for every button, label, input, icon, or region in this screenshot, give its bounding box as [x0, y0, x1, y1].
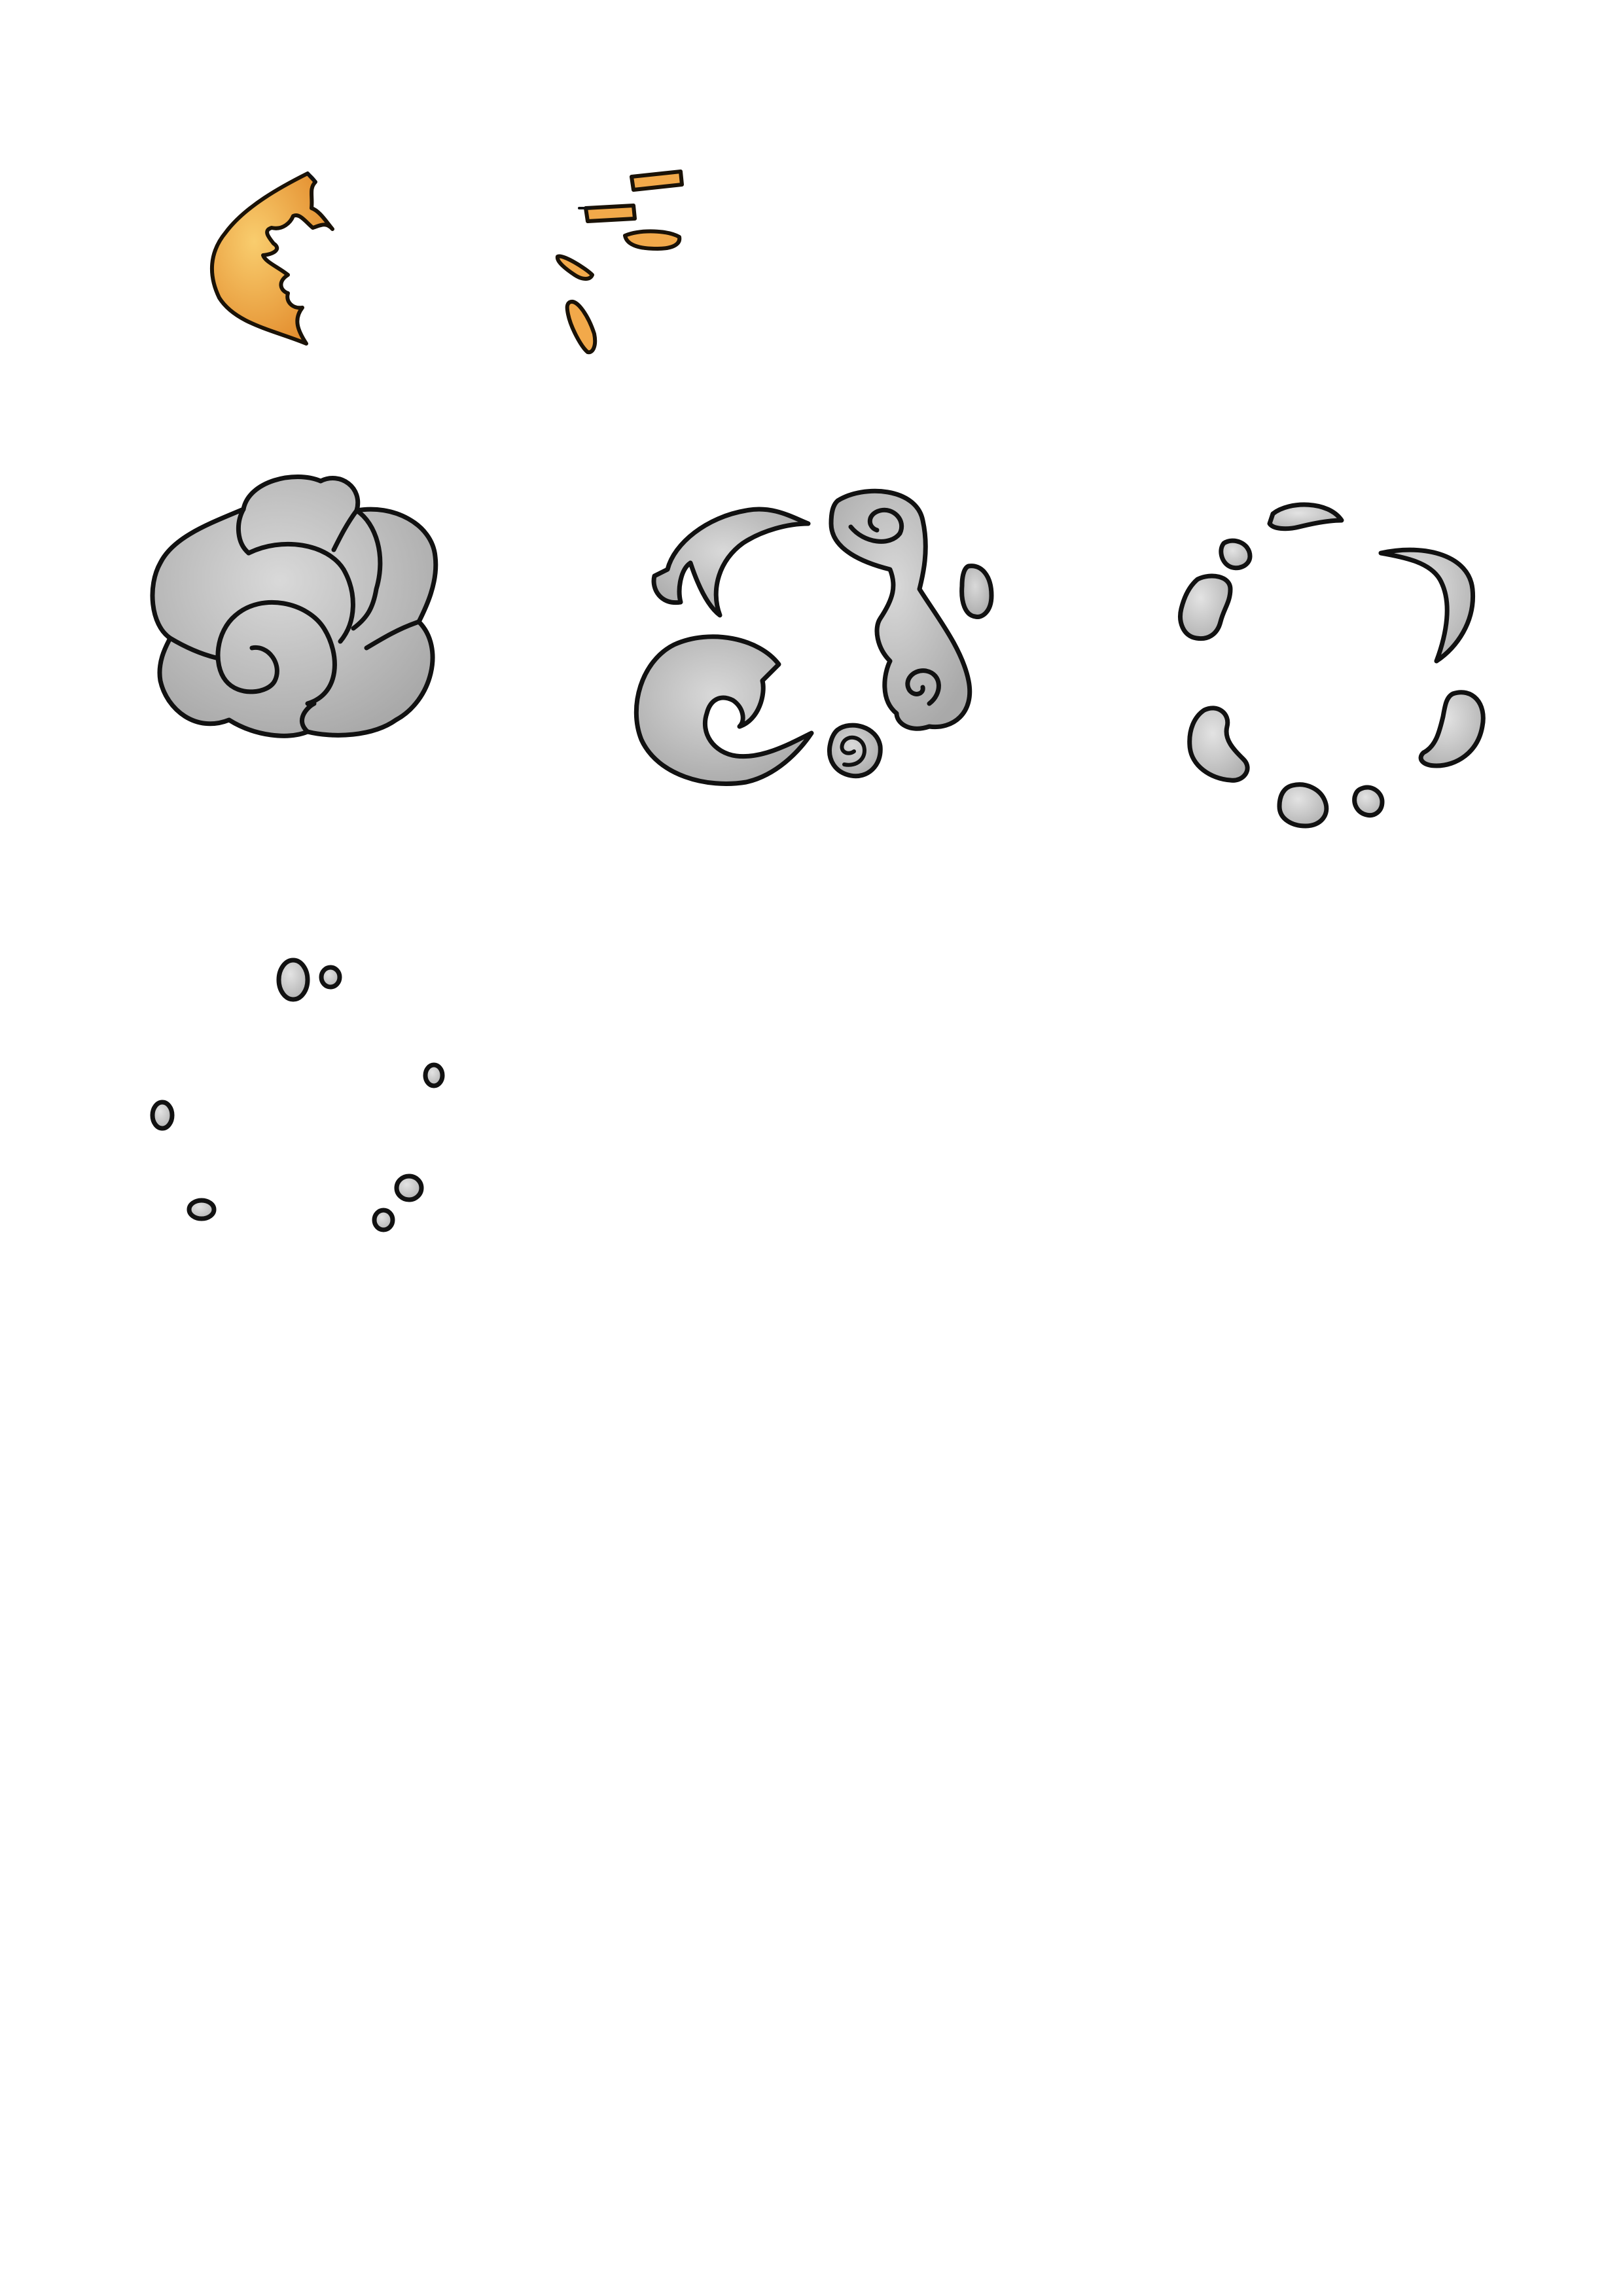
- fire-burst-sprite: [209, 171, 334, 346]
- fire-sparks-sprite: [555, 170, 684, 355]
- smoke-swirl-sprite: [633, 488, 994, 786]
- smoke-ring-sprite: [1178, 502, 1486, 829]
- smoke-cloud-sprite: [150, 475, 438, 738]
- smoke-dots-sprite: [150, 958, 445, 1232]
